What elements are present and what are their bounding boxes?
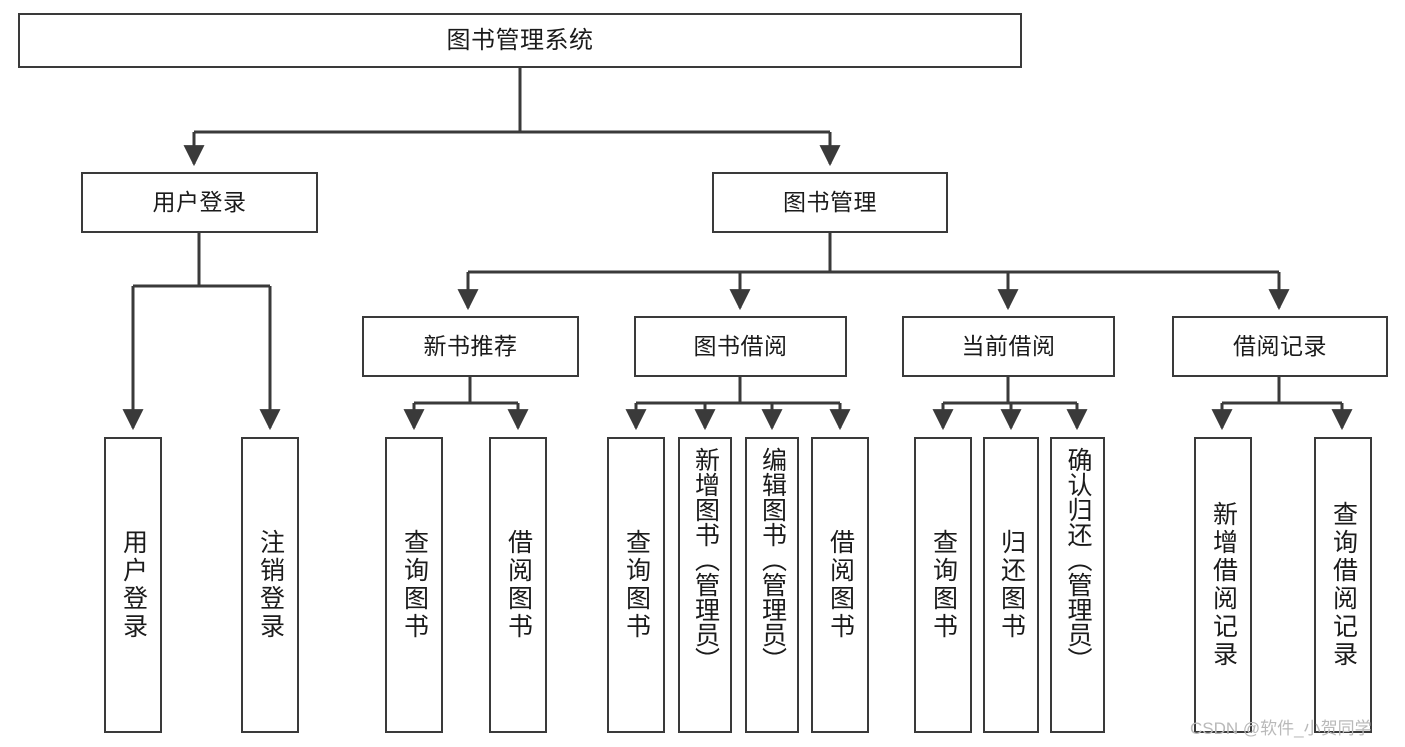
node-new-book-recommendation[interactable]: 新书推荐 <box>362 316 579 377</box>
node-label: 借阅记录 <box>1233 333 1327 360</box>
leaf-return-book[interactable]: 归还图书 <box>983 437 1039 733</box>
node-label: 新书推荐 <box>423 333 518 360</box>
node-label: 借阅图书 <box>826 529 855 641</box>
node-label: 用户登录 <box>119 529 148 641</box>
leaf-edit-book-admin[interactable]: 编辑图书（管理员） <box>745 437 799 733</box>
node-label: 确认归还（管理员） <box>1064 447 1092 672</box>
node-label: 图书借阅 <box>693 333 788 360</box>
leaf-query-book-current[interactable]: 查询图书 <box>914 437 972 733</box>
node-label: 编辑图书（管理员） <box>758 447 787 672</box>
node-label: 当前借阅 <box>961 333 1056 360</box>
node-label: 注销登录 <box>256 529 285 641</box>
node-label: 查询图书 <box>400 529 429 641</box>
leaf-logout[interactable]: 注销登录 <box>241 437 299 733</box>
leaf-query-book-new[interactable]: 查询图书 <box>385 437 443 733</box>
node-label: 归还图书 <box>997 529 1026 641</box>
leaf-borrow-book[interactable]: 借阅图书 <box>811 437 869 733</box>
node-label: 新增图书（管理员） <box>691 447 720 672</box>
node-user-login[interactable]: 用户登录 <box>81 172 318 233</box>
node-label: 图书管理系统 <box>446 26 594 54</box>
node-borrowing-record[interactable]: 借阅记录 <box>1172 316 1388 377</box>
leaf-query-book-borrow[interactable]: 查询图书 <box>607 437 665 733</box>
node-root-book-management-system[interactable]: 图书管理系统 <box>18 13 1022 68</box>
watermark: CSDN @软件_小贺同学 <box>1190 719 1372 738</box>
leaf-add-book-admin[interactable]: 新增图书（管理员） <box>678 437 732 733</box>
leaf-borrow-book-new[interactable]: 借阅图书 <box>489 437 547 733</box>
node-label: 用户登录 <box>152 189 247 216</box>
node-current-borrowing[interactable]: 当前借阅 <box>902 316 1115 377</box>
node-label: 新增借阅记录 <box>1209 501 1238 669</box>
node-label: 查询图书 <box>622 529 651 641</box>
leaf-confirm-return-admin[interactable]: 确认归还（管理员） <box>1050 437 1105 733</box>
node-label: 借阅图书 <box>504 529 533 641</box>
node-book-borrowing[interactable]: 图书借阅 <box>634 316 847 377</box>
leaf-query-borrow-record[interactable]: 查询借阅记录 <box>1314 437 1372 733</box>
leaf-add-borrow-record[interactable]: 新增借阅记录 <box>1194 437 1252 733</box>
node-label: 查询图书 <box>929 529 958 641</box>
node-label: 查询借阅记录 <box>1329 501 1358 669</box>
node-book-management[interactable]: 图书管理 <box>712 172 948 233</box>
leaf-user-login[interactable]: 用户登录 <box>104 437 162 733</box>
node-label: 图书管理 <box>783 189 877 216</box>
